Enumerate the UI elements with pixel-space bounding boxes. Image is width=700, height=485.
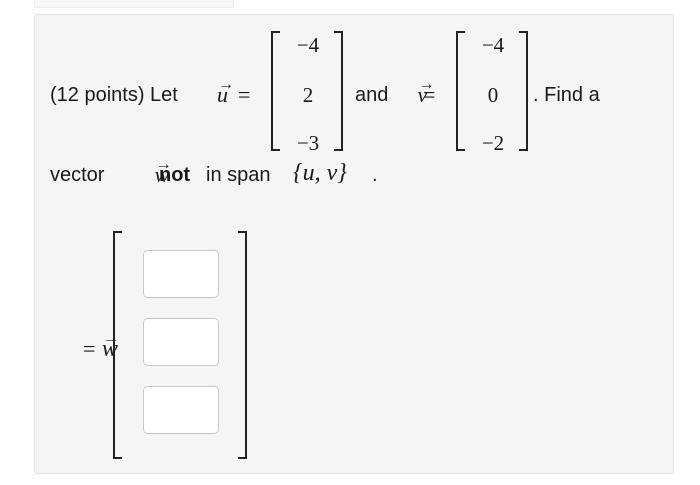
w-symbol: →w [154,156,172,187]
v-entry-2: 0 [487,83,499,107]
answer-right-bracket [238,231,247,459]
not-word: not [159,164,191,186]
v-entry-1: −4 [481,33,505,57]
v-symbol: →v [417,76,435,107]
u-entry-2: 2 [302,83,314,107]
answer-left-bracket [113,231,122,459]
vector-word: vector [50,164,105,186]
answer-input-2[interactable] [143,318,219,366]
intro-text: (12 points) Let [50,84,178,106]
u-entry-1: −4 [296,33,320,57]
in-span-text: in span [206,164,271,186]
question-card: (12 points) Let →u = −4 2 −3 and →v = −4… [34,14,674,474]
v-left-bracket [456,31,465,151]
v-equals: = [423,82,436,107]
v-entry-3: −2 [481,131,505,155]
v-right-bracket [519,31,528,151]
find-text: . Find a [533,84,600,106]
u-right-bracket [334,31,343,151]
u-equals: = [238,82,251,107]
u-left-bracket [271,31,280,151]
previous-card-edge [34,0,234,8]
answer-input-3[interactable] [143,386,219,434]
answer-equals: = [83,336,96,361]
span-set: {u, v} [293,160,347,186]
u-symbol: →u [217,76,234,107]
period: . [372,164,378,186]
and-text: and [355,84,389,106]
u-entry-3: −3 [296,131,320,155]
answer-input-1[interactable] [143,250,219,298]
